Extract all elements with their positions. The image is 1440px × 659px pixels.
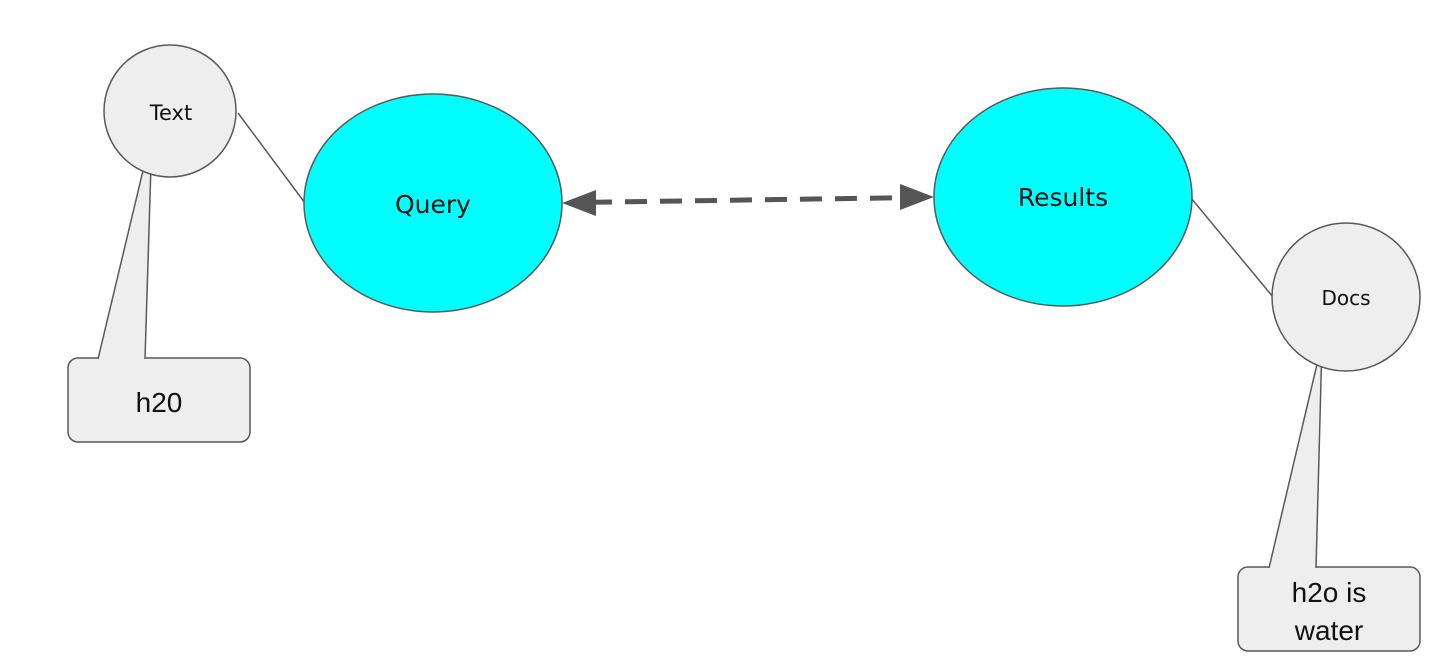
node-docs-label: Docs: [1321, 286, 1370, 310]
callout-water-box: [1237, 566, 1421, 652]
callout-h20-box: [67, 357, 251, 443]
arrow-head-left: [562, 190, 596, 216]
arrow-shaft: [589, 195, 906, 205]
connector-text-query: [237, 112, 306, 204]
connector-results-docs: [1190, 197, 1274, 298]
node-results: Results: [933, 87, 1193, 307]
node-text-label: Text: [149, 101, 192, 125]
bidirectional-arrow: [562, 184, 934, 216]
callout-h20: h20: [67, 132, 251, 443]
node-query-label: Query: [395, 190, 471, 219]
callout-water-label-line1: h2o is: [1292, 577, 1367, 608]
node-text: Text: [103, 44, 237, 178]
arrow-head-right: [900, 184, 934, 210]
node-results-label: Results: [1018, 183, 1108, 212]
node-query: Query: [303, 93, 563, 313]
callout-h20-label: h20: [136, 387, 183, 418]
callout-water-label-line2: water: [1294, 615, 1363, 646]
node-text-circle: [103, 44, 237, 178]
node-docs-circle: [1271, 222, 1421, 372]
callout-water: h2o is water: [1237, 342, 1421, 652]
node-docs: Docs: [1271, 222, 1421, 372]
